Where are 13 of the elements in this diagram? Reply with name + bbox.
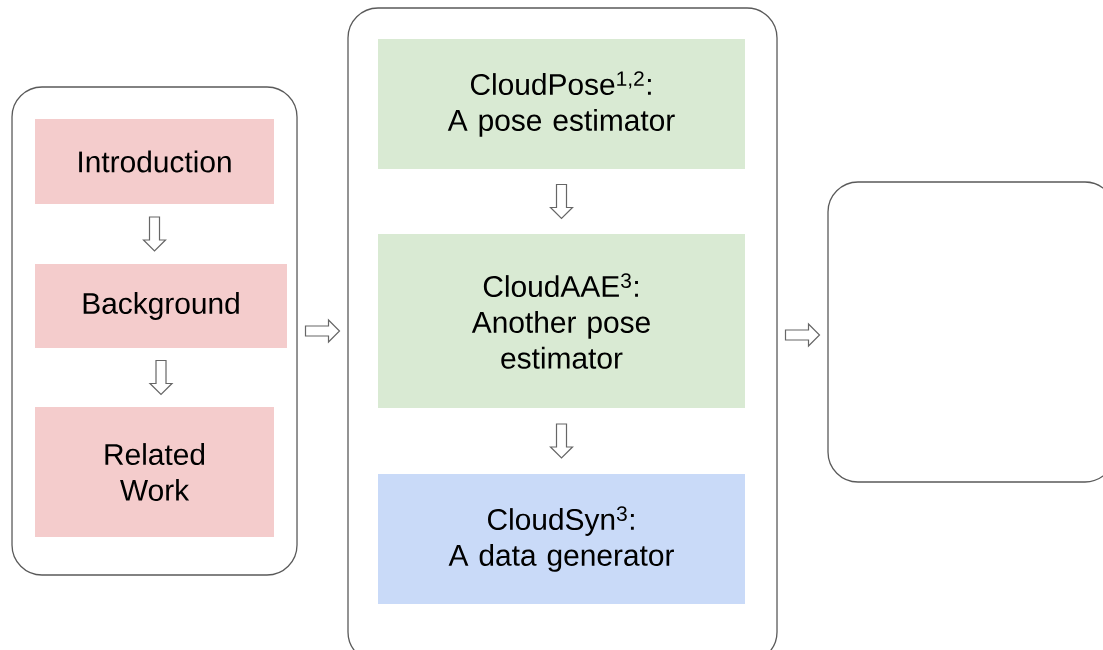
block-arrow [304, 318, 341, 344]
block-arrow [142, 216, 167, 252]
rounded-box [827, 181, 1103, 483]
section-box: CloudSyn$^{3}$: A data generator [378, 474, 745, 604]
block-arrow [549, 183, 574, 220]
section-box: CloudPose$^{1,2}$: A pose estimator [378, 39, 745, 169]
block-arrow [148, 359, 174, 396]
section-box: Related Work [35, 407, 274, 537]
block-arrow [549, 423, 574, 459]
section-box: Introduction [35, 119, 274, 204]
section-box: CloudAAE$^{3}$: Another pose estimator [378, 234, 745, 408]
block-arrow [784, 322, 821, 348]
section-box: Background [35, 264, 287, 348]
